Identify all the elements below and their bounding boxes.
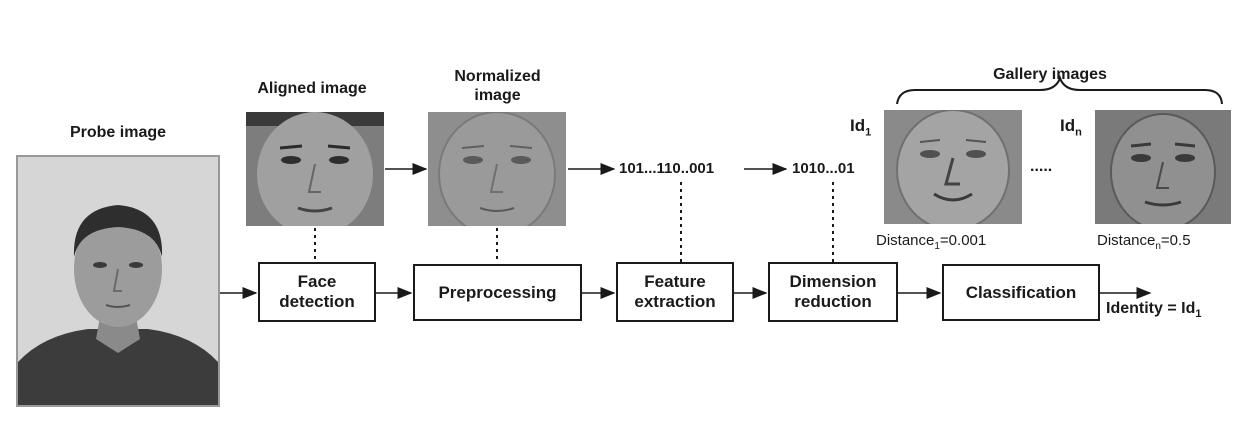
probe-image-label: Probe image bbox=[69, 124, 167, 141]
dimension-reduction-box: Dimension reduction bbox=[768, 262, 898, 322]
distancen-sub: n bbox=[1155, 241, 1161, 252]
normalized-label-line2: image bbox=[474, 87, 521, 104]
feature-extraction-line2: extraction bbox=[634, 292, 716, 311]
distance1-value: =0.001 bbox=[939, 232, 987, 249]
identity-base: Identity = Id bbox=[1106, 300, 1196, 317]
distance1-base: Distance bbox=[876, 232, 935, 249]
feature-extraction-line1: Feature bbox=[644, 272, 706, 291]
aligned-image-label: Aligned image bbox=[257, 80, 367, 97]
gallery-distance-n: Distancen=0.5 bbox=[1097, 232, 1191, 252]
face-detection-line2: detection bbox=[279, 292, 355, 311]
distancen-value: =0.5 bbox=[1160, 232, 1191, 249]
distancen-base: Distance bbox=[1097, 232, 1156, 249]
identity-result: Identity = Id1 bbox=[1106, 300, 1201, 320]
gallery-idn-label: Idn bbox=[1060, 116, 1082, 138]
reduced-vector-code: 1010...01 bbox=[792, 160, 855, 177]
preprocessing-label: Preprocessing bbox=[438, 282, 557, 302]
gallery-idn-base: Id bbox=[1060, 116, 1076, 135]
gallery-face-photo-n bbox=[1095, 110, 1231, 224]
classification-label: Classification bbox=[965, 282, 1077, 302]
gallery-face-photo-1 bbox=[884, 110, 1022, 224]
gallery-id1-sub: 1 bbox=[865, 126, 872, 139]
face-detection-box: Face detection bbox=[258, 262, 376, 322]
normalized-label-line1: Normalized bbox=[454, 68, 541, 85]
identity-sub: 1 bbox=[1195, 308, 1202, 321]
gallery-distance-1: Distance1=0.001 bbox=[876, 232, 986, 252]
feature-vector-code: 101...110..001 bbox=[619, 160, 715, 177]
gallery-id1-base: Id bbox=[850, 116, 866, 135]
face-detection-line1: Face bbox=[297, 272, 337, 291]
normalized-face-photo bbox=[428, 112, 566, 226]
gallery-id1-label: Id1 bbox=[850, 116, 871, 138]
preprocessing-box: Preprocessing bbox=[413, 264, 582, 321]
gallery-ellipsis: ..... bbox=[1030, 158, 1053, 175]
gallery-brace bbox=[896, 74, 1223, 105]
classification-box: Classification bbox=[942, 264, 1100, 321]
gallery-idn-sub: n bbox=[1075, 126, 1082, 139]
dimension-reduction-line1: Dimension bbox=[789, 272, 877, 291]
dimension-reduction-line2: reduction bbox=[794, 292, 872, 311]
feature-extraction-box: Feature extraction bbox=[616, 262, 734, 322]
probe-face-photo bbox=[16, 155, 220, 407]
gallery-images-label: Gallery images bbox=[993, 66, 1107, 83]
aligned-face-photo bbox=[246, 112, 384, 226]
distance1-sub: 1 bbox=[934, 241, 940, 252]
normalized-image-label: Normalized image bbox=[425, 67, 570, 105]
